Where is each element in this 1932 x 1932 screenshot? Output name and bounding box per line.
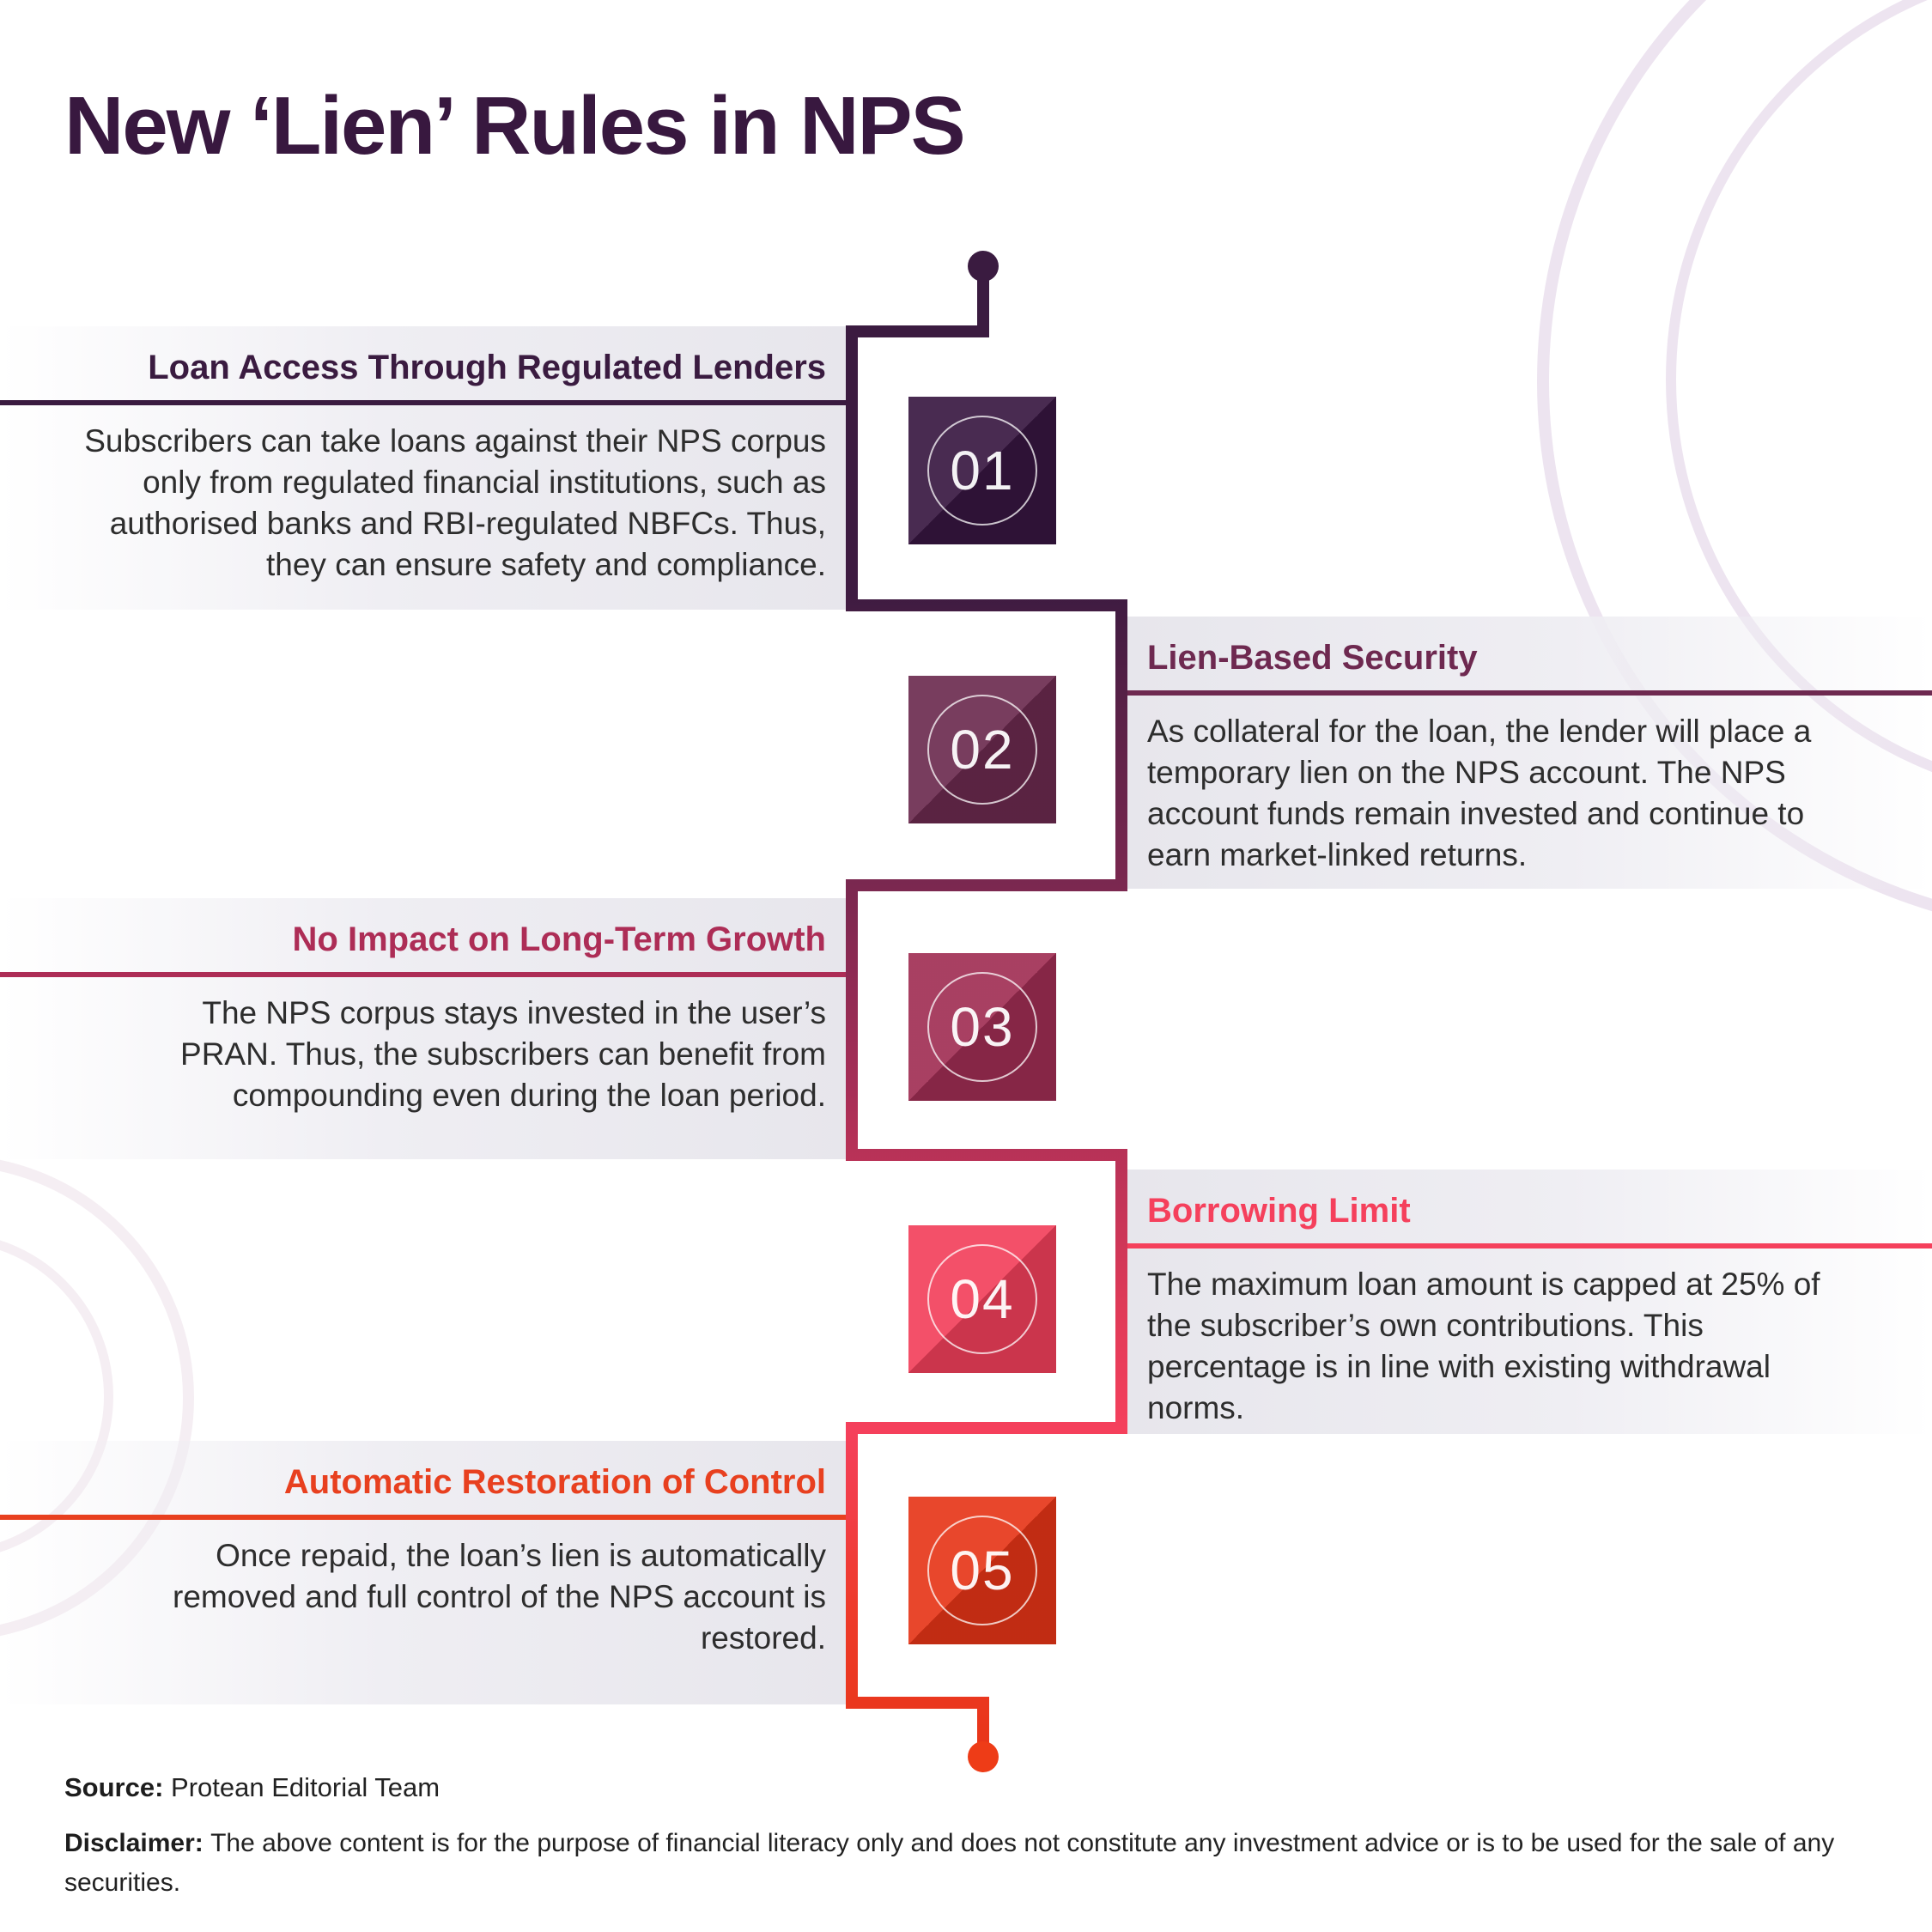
body-line: only from regulated financial institutio… <box>143 465 826 500</box>
body-line: percentage is in line with existing with… <box>1147 1349 1771 1384</box>
body-line: the subscriber’s own contributions. This <box>1147 1308 1704 1343</box>
body-line: Subscribers can take loans against their… <box>84 423 826 459</box>
badge-circle-ring <box>927 416 1037 526</box>
body-line: restored. <box>700 1620 826 1656</box>
step-03-heading: No Impact on Long-Term Growth <box>292 920 826 958</box>
step-04-underline <box>1125 1243 1932 1249</box>
badge-circle-ring <box>927 1244 1037 1354</box>
step-05-badge: 05 <box>908 1497 1056 1644</box>
body-line: PRAN. Thus, the subscribers can benefit … <box>180 1036 826 1072</box>
body-line: temporary lien on the NPS account. The N… <box>1147 755 1786 790</box>
step-03-body: The NPS corpus stays invested in the use… <box>0 993 826 1116</box>
page-title: New ‘Lien’ Rules in NPS <box>64 80 966 172</box>
source-label: Source: <box>64 1772 172 1802</box>
body-line: they can ensure safety and compliance. <box>266 547 826 582</box>
body-line: As collateral for the loan, the lender w… <box>1147 714 1812 749</box>
step-05-body: Once repaid, the loan’s lien is automati… <box>0 1535 826 1659</box>
step-03-underline <box>0 972 848 977</box>
badge-circle-ring <box>927 1516 1037 1625</box>
body-line: The NPS corpus stays invested in the use… <box>202 995 826 1030</box>
timeline-start-dot <box>968 251 999 282</box>
step-02-badge: 02 <box>908 676 1056 823</box>
step-01-number: 01 <box>950 440 1015 501</box>
step-01-body: Subscribers can take loans against their… <box>0 421 826 586</box>
step-02-number: 02 <box>950 719 1015 781</box>
step-05-heading: Automatic Restoration of Control <box>283 1463 826 1501</box>
body-line: norms. <box>1147 1390 1245 1425</box>
step-03-number: 03 <box>950 996 1015 1058</box>
timeline-end-dot <box>968 1741 999 1772</box>
body-line: Once repaid, the loan’s lien is automati… <box>216 1538 826 1573</box>
step-04-heading: Borrowing Limit <box>1147 1192 1411 1230</box>
step-01-badge: 01 <box>908 397 1056 544</box>
body-line: authorised banks and RBI-regulated NBFCs… <box>109 506 826 541</box>
disclaimer-label: Disclaimer: <box>64 1829 211 1857</box>
body-line: account funds remain invested and contin… <box>1147 796 1805 831</box>
step-04-body: The maximum loan amount is capped at 25%… <box>1147 1264 1932 1429</box>
timeline-path <box>846 266 1127 1757</box>
step-02-panel: Lien-Based Security As collateral for the… <box>1125 617 1932 889</box>
body-line: removed and full control of the NPS acco… <box>173 1579 826 1614</box>
step-02-heading: Lien-Based Security <box>1147 639 1478 677</box>
step-02-underline <box>1125 690 1932 696</box>
disclaimer-text: The above content is for the purpose of … <box>64 1829 1835 1897</box>
step-02-body: As collateral for the loan, the lender w… <box>1147 711 1932 876</box>
body-line: The maximum loan amount is capped at 25%… <box>1147 1267 1820 1302</box>
step-03-badge: 03 <box>908 953 1056 1101</box>
step-05-underline <box>0 1515 848 1520</box>
badge-circle-ring <box>927 972 1037 1082</box>
source-line: Source: Protean Editorial Team <box>64 1771 1885 1805</box>
step-01-heading: Loan Access Through Regulated Lenders <box>148 349 826 386</box>
badge-circle-ring <box>927 695 1037 805</box>
source-text: Protean Editorial Team <box>171 1772 440 1802</box>
step-04-badge: 04 <box>908 1225 1056 1373</box>
step-01-underline <box>0 400 848 405</box>
step-04-number: 04 <box>950 1268 1015 1330</box>
body-line: compounding even during the loan period. <box>232 1078 826 1113</box>
step-05-number: 05 <box>950 1540 1015 1601</box>
body-line: earn market-linked returns. <box>1147 837 1528 872</box>
footer: Source: Protean Editorial Team Disclaime… <box>64 1771 1885 1903</box>
disclaimer-line: Disclaimer: The above content is for the… <box>64 1824 1885 1903</box>
